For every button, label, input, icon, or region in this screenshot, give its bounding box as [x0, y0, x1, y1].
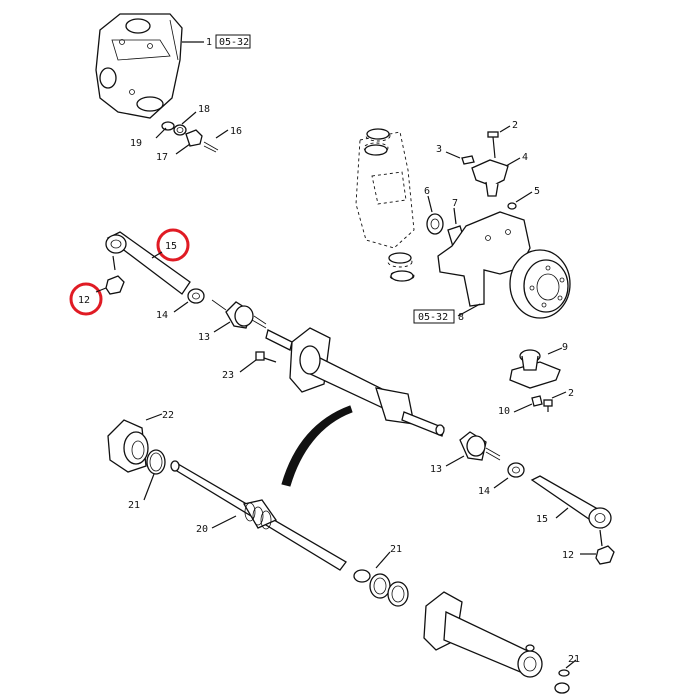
- callout-21-middle: 21: [390, 544, 402, 555]
- callout-16: 16: [230, 126, 242, 137]
- callout-3: 3: [436, 144, 442, 155]
- callout-4: 4: [522, 152, 528, 163]
- callout-6: 6: [424, 186, 430, 197]
- callout-5: 5: [534, 186, 540, 197]
- callout-21-left: 21: [128, 500, 140, 511]
- tie-rod-end-15-left[interactable]: [105, 231, 191, 295]
- seal-18[interactable]: [173, 124, 187, 136]
- grease-nipple-10[interactable]: [531, 395, 543, 407]
- seal-ring-14-left[interactable]: [187, 288, 205, 304]
- callout-1: 1: [206, 37, 212, 48]
- callout-15-left: 15: [165, 241, 177, 252]
- reference-box-1: [215, 34, 251, 49]
- bolt-23[interactable]: [255, 351, 277, 363]
- washer-19[interactable]: [161, 121, 175, 131]
- bolt-2b[interactable]: [543, 399, 553, 412]
- inner-ball-joint-13-left[interactable]: [211, 299, 267, 329]
- nut-12-right[interactable]: [595, 545, 615, 565]
- reference-box-2: [413, 309, 455, 324]
- callout-8: 8: [458, 312, 464, 323]
- steering-knuckle-8[interactable]: [437, 211, 571, 319]
- callout-17: 17: [156, 152, 168, 163]
- axle-bracket-part[interactable]: [95, 13, 183, 119]
- steering-cylinder[interactable]: [265, 327, 445, 437]
- highlight-circle-15: [156, 228, 190, 262]
- callout-15-right: 15: [536, 514, 548, 525]
- callout-10: 10: [498, 406, 510, 417]
- grease-nipple-3[interactable]: [461, 155, 475, 165]
- bushing-17[interactable]: [185, 129, 203, 147]
- callout-23: 23: [222, 370, 234, 381]
- steering-arm-4[interactable]: [471, 159, 509, 197]
- end-cap-22[interactable]: [107, 419, 149, 473]
- callout-18: 18: [198, 104, 210, 115]
- callout-14-right: 14: [478, 486, 490, 497]
- callout-14-left: 14: [156, 310, 168, 321]
- o-ring-21-left[interactable]: [146, 449, 166, 475]
- callout-2b: 2: [568, 388, 574, 399]
- callout-7: 7: [452, 198, 458, 209]
- cylinder-barrel[interactable]: [423, 591, 543, 678]
- callout-21-right: 21: [568, 654, 580, 665]
- callout-12-left: 12: [78, 295, 90, 306]
- direction-arrow: [281, 405, 353, 487]
- tie-rod-end-15-right[interactable]: [530, 475, 612, 547]
- callout-9: 9: [562, 342, 568, 353]
- inner-ball-joint-13-right[interactable]: [459, 431, 501, 461]
- bolt-16[interactable]: [203, 141, 219, 153]
- callout-13-right: 13: [430, 464, 442, 475]
- piston-rod-20[interactable]: [170, 460, 347, 571]
- callout-22: 22: [162, 410, 174, 421]
- reference-label-2: 05-32: [418, 312, 448, 323]
- seal-ring-14-right[interactable]: [507, 462, 525, 478]
- nut-12-left[interactable]: [105, 275, 125, 295]
- flange-9[interactable]: [509, 349, 561, 389]
- bearing-rings[interactable]: [364, 128, 414, 282]
- callout-2: 2: [512, 120, 518, 131]
- callout-20: 20: [196, 524, 208, 535]
- reference-label-1: 05-32: [219, 37, 249, 48]
- o-ring-21-right[interactable]: [554, 669, 570, 694]
- bolt-2[interactable]: [487, 131, 499, 159]
- seal-6[interactable]: [426, 213, 444, 235]
- callout-19: 19: [130, 138, 142, 149]
- callout-13-left: 13: [198, 332, 210, 343]
- callout-12-right: 12: [562, 550, 574, 561]
- plug-5[interactable]: [507, 202, 517, 210]
- highlight-circle-12: [69, 282, 103, 316]
- seals-21-middle[interactable]: [353, 569, 409, 607]
